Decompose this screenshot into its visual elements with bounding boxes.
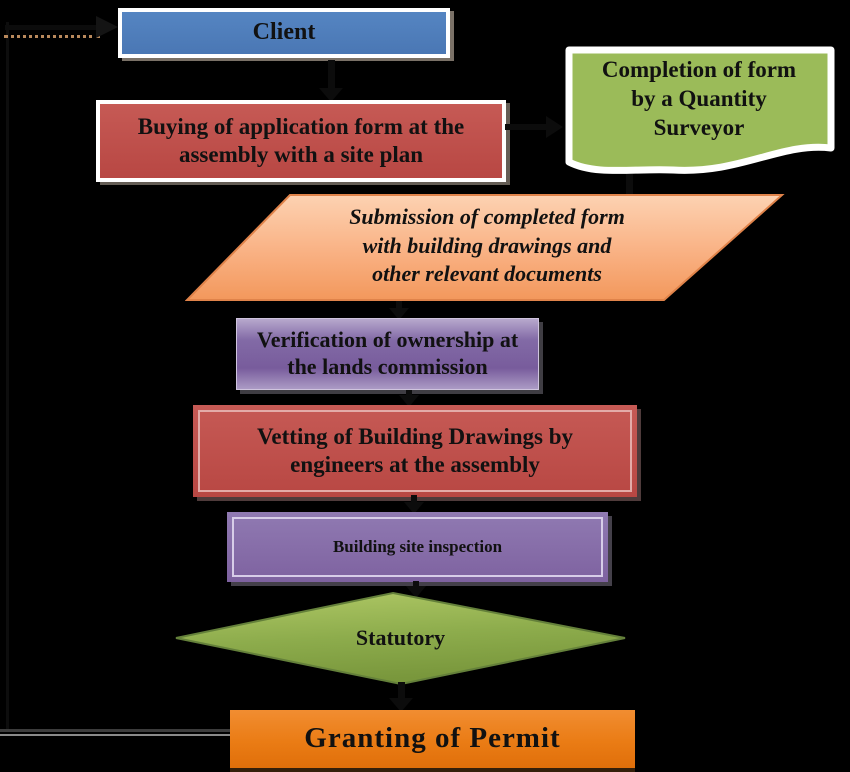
arrow-shaft [505, 124, 546, 130]
inspection-node: Building site inspection [227, 512, 608, 582]
arrow-head-icon [404, 502, 424, 514]
arrow-statutory-to-granting [388, 682, 414, 712]
vetting-line: engineers at the assembly [290, 452, 540, 477]
vetting-node: Vetting of Building Drawings by engineer… [193, 405, 637, 497]
arrow-head-icon [546, 116, 563, 138]
arrow-head-icon [319, 88, 343, 102]
arrow-shaft [411, 495, 417, 502]
completion-document-node: Completion of form by a Quantity Surveyo… [561, 42, 839, 182]
arrow-shaft [5, 24, 96, 30]
granting-permit-label: Granting of Permit [304, 722, 561, 755]
statutory-decision-node: Statutory [173, 591, 628, 686]
verification-node: Verification of ownership at the lands c… [236, 318, 539, 390]
document-shape-path [565, 46, 835, 174]
completion-text: Completion of form by a Quantity Surveyo… [601, 57, 797, 140]
buying-form-line: assembly with a site plan [178, 142, 424, 167]
inspection-label: Building site inspection [332, 536, 503, 556]
feedback-line-vertical [6, 22, 9, 732]
arrow-head-icon [96, 16, 118, 38]
parallelogram-shape-polygon [185, 194, 785, 301]
arrow-inspection-to-statutory [403, 581, 429, 598]
buying-form-line: Buying of application form at the [137, 113, 465, 139]
vetting-line: Vetting of Building Drawings by [256, 423, 574, 449]
arrow-verification-to-vetting [396, 390, 422, 407]
submission-parallelogram-node: Submission of completed form with buildi… [185, 193, 785, 303]
arrow-shaft [397, 682, 405, 698]
arrow-head-icon [406, 586, 426, 598]
arrow-shaft [625, 174, 633, 194]
granting-permit-node: Granting of Permit [230, 710, 635, 768]
document-shape [565, 46, 835, 174]
arrow-vetting-to-inspection [401, 495, 427, 514]
arrow-submission-to-verification [386, 301, 412, 320]
feedback-arrow-to-client [5, 16, 118, 38]
arrow-shaft [406, 390, 412, 395]
feedback-line-bottom-shadow [0, 734, 232, 736]
arrow-head-icon [389, 698, 413, 712]
verification-line: the lands commission [287, 354, 488, 379]
submission-text: Submission of completed form with buildi… [349, 204, 625, 287]
feedback-dotted-line [4, 35, 100, 38]
arrow-shaft [396, 301, 402, 308]
arrow-shaft [413, 581, 419, 586]
verification-line: Verification of ownership at [256, 327, 519, 353]
arrow-shaft [327, 60, 335, 88]
client-node: Client [118, 8, 450, 58]
feedback-line-bottom [0, 729, 232, 732]
client-label: Client [252, 19, 316, 46]
arrow-buying-to-completion [505, 116, 563, 138]
arrow-client-to-buying [318, 60, 344, 102]
arrow-head-icon [399, 395, 419, 407]
parallelogram-shape [185, 194, 785, 301]
statutory-label: Statutory [355, 625, 446, 651]
arrow-head-icon [389, 308, 409, 320]
buying-form-node: Buying of application form at the assemb… [96, 100, 506, 182]
